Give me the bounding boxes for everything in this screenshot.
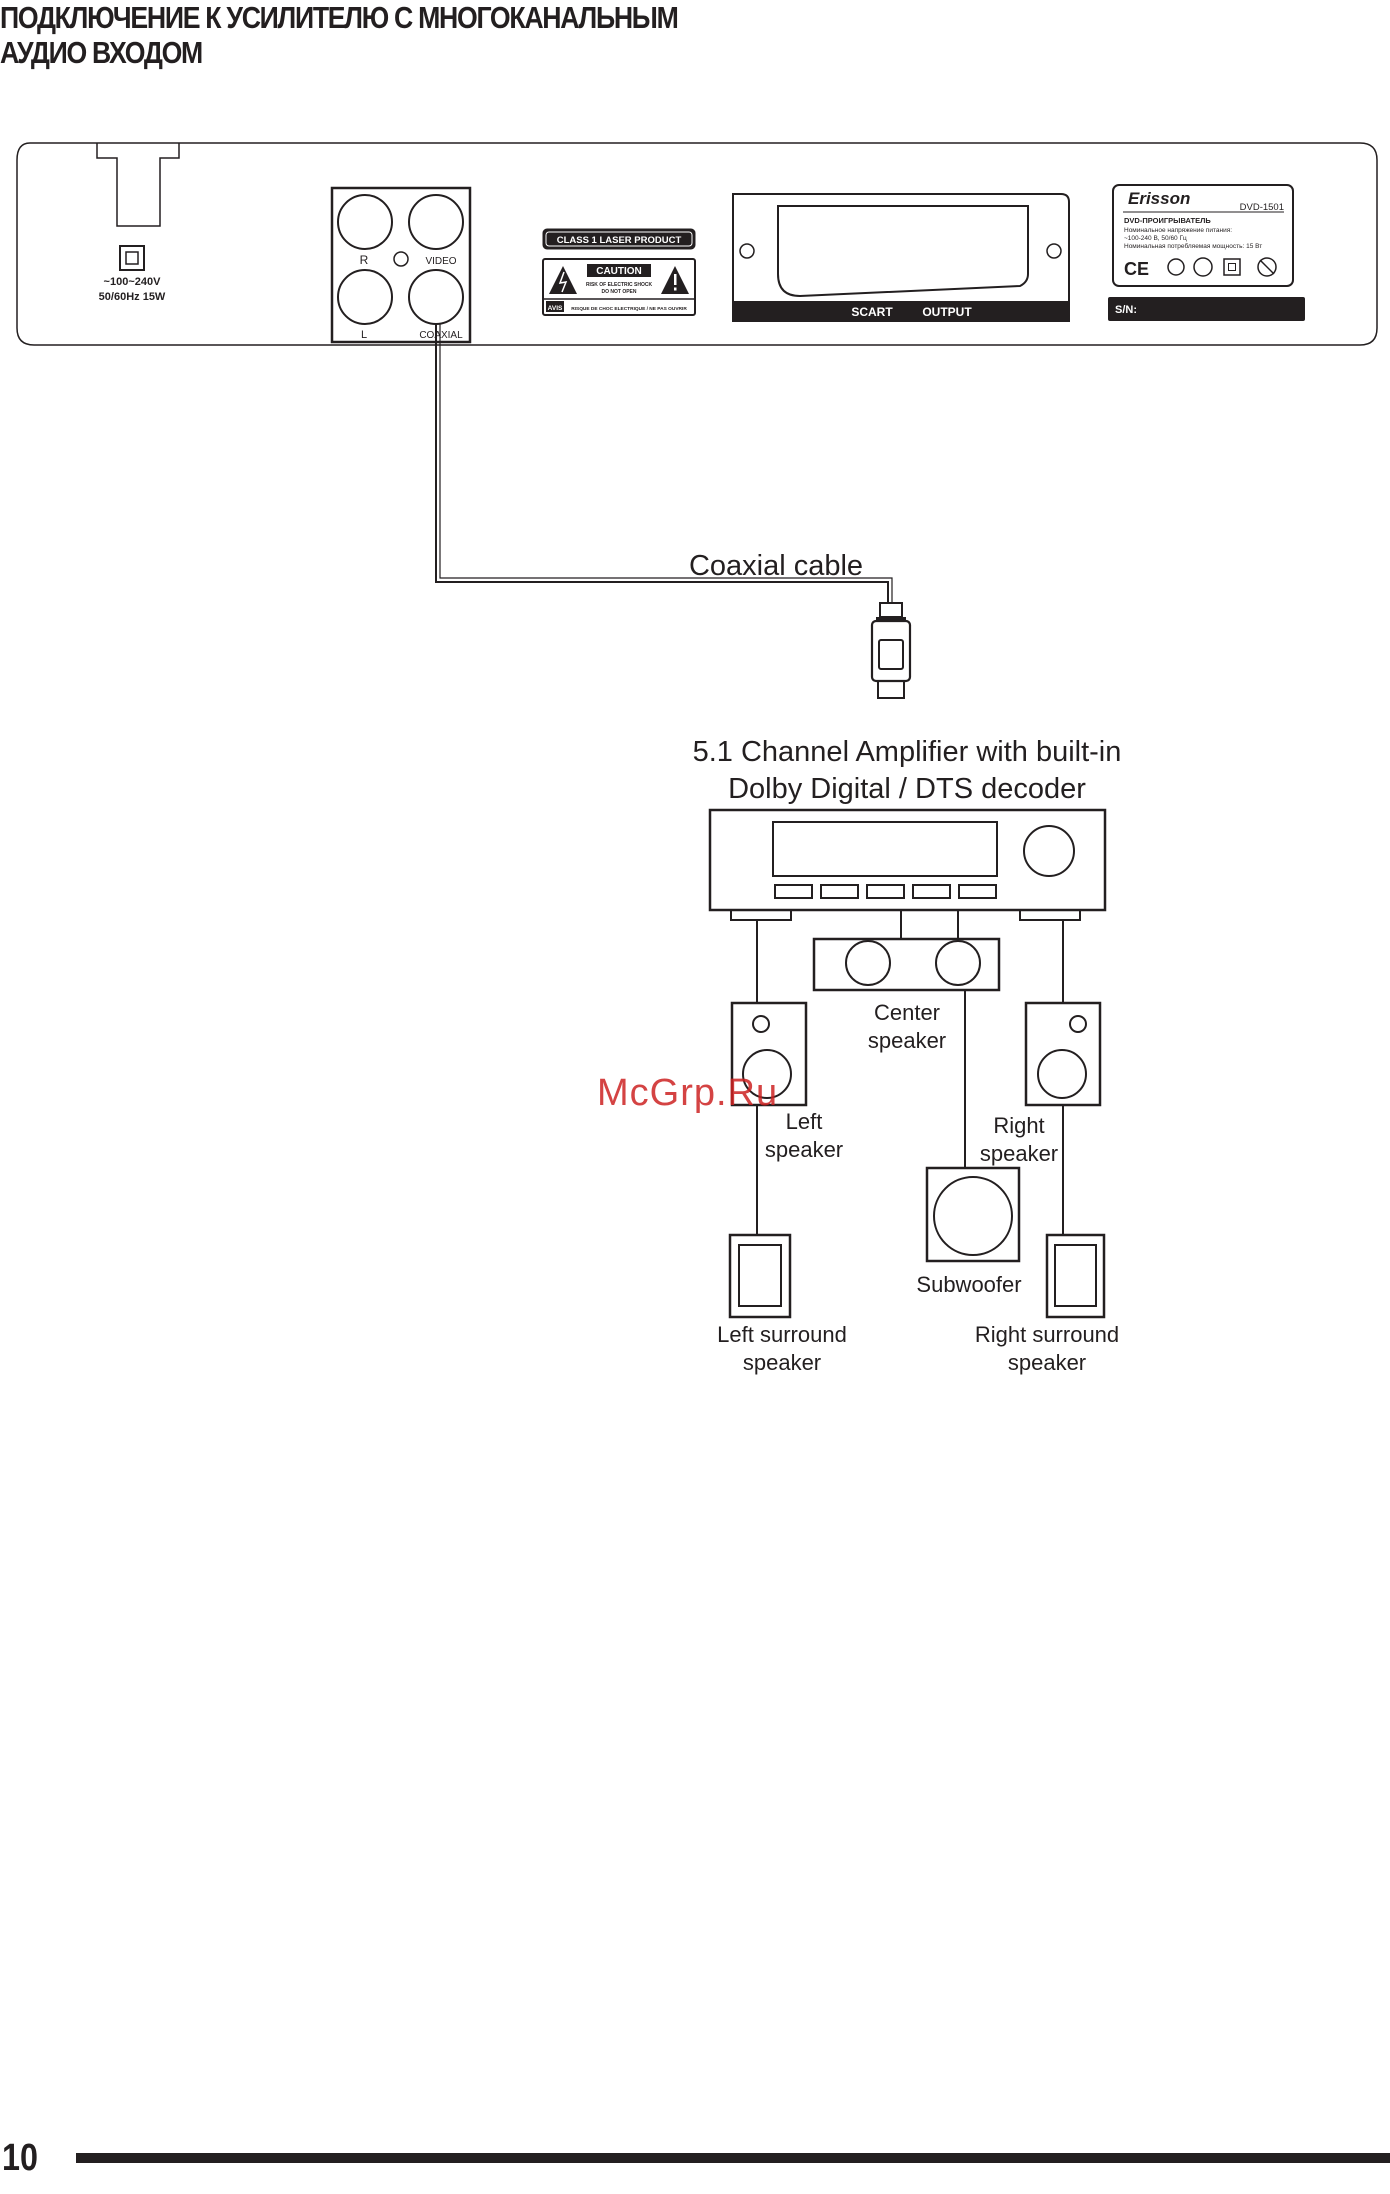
shock-warning-icon (549, 266, 577, 294)
amplifier-body (708, 808, 1107, 912)
center-speaker (812, 937, 1001, 992)
caution-title: CAUTION (596, 266, 642, 277)
scart-output-label: OUTPUT (922, 305, 972, 319)
center-speaker-label-line-2: speaker (868, 1028, 946, 1053)
amplifier-volume-knob (1023, 825, 1075, 877)
left-surround-label-line-2: speaker (743, 1350, 821, 1375)
scart-screw-right (1046, 243, 1062, 259)
model-name: DVD-1501 (1240, 202, 1284, 213)
brand-logo: Erisson (1128, 189, 1190, 208)
ce-mark: CE (1124, 259, 1149, 279)
rating-title: DVD-ПРОИГРЫВАТЕЛЬ (1124, 216, 1211, 225)
left-speaker-label-line-1: Left (786, 1109, 823, 1134)
power-cord-stub (96, 143, 180, 227)
scart-output-block: SCART OUTPUT (732, 193, 1070, 322)
panel-outline (16, 142, 1378, 346)
amplifier-button-5 (958, 884, 997, 899)
left-speaker (730, 1001, 808, 1107)
coaxial-cable-label: Coaxial cable (689, 550, 863, 582)
jack-audio-r (337, 194, 393, 250)
double-insulation-icon (119, 245, 145, 271)
right-speaker-label-line-1: Right (993, 1113, 1044, 1138)
rating-line-1: Номинальное напряжение питания: (1124, 227, 1232, 234)
jack-l-label: L (361, 329, 367, 341)
rating-line-2: ~100-240 В, 50/60 Гц (1124, 235, 1187, 242)
cable-line-inner (439, 324, 893, 603)
footer-rule (76, 2153, 1390, 2163)
avis-text: RISQUE DE CHOC ELECTRIQUE / NE PAS OUVRI… (571, 306, 687, 312)
jack-video (408, 194, 464, 250)
power-rating-line-1: ~100~240V (104, 276, 162, 288)
amplifier-foot-left (730, 909, 792, 921)
right-speaker-label-line-2: speaker (980, 1141, 1058, 1166)
caution-label: CAUTION RISK OF ELECTRIC SHOCK DO NOT OP… (542, 258, 696, 316)
amplifier (708, 808, 1107, 921)
certification-mark-icon (1167, 258, 1185, 276)
no-disposal-mark-icon (1257, 257, 1277, 277)
rating-plate: Erisson DVD-1501 DVD-ПРОИГРЫВАТЕЛЬ Номин… (1112, 184, 1294, 287)
rating-line-3: Номинальная потребляемая мощность: 15 Вт (1124, 242, 1262, 250)
subwoofer (925, 1166, 1021, 1263)
coaxial-cable (435, 324, 912, 699)
power-rating-line-2: 50/60Hz 15W (99, 291, 166, 303)
page-heading: ПОДКЛЮЧЕНИЕ К УСИЛИТЕЛЮ С МНОГОКАНАЛЬНЫМ… (0, 0, 679, 70)
left-surround-speaker (728, 1233, 792, 1319)
left-speaker-label-line-2: speaker (765, 1137, 843, 1162)
watermark: McGrp.Ru (597, 1072, 778, 1114)
caution-line-1: RISK OF ELECTRIC SHOCK (586, 282, 653, 288)
laser-label-text: CLASS 1 LASER PRODUCT (557, 235, 682, 246)
right-speaker (1024, 1001, 1102, 1107)
cable-line (435, 324, 889, 603)
scart-label: SCART (851, 305, 893, 319)
scart-connector (777, 205, 1029, 298)
amplifier-button-1 (774, 884, 813, 899)
speaker-wiring (756, 910, 1064, 1235)
amplifier-button-2 (820, 884, 859, 899)
center-speaker-label-line-1: Center (874, 1000, 940, 1025)
eco-mark-icon (1193, 257, 1213, 277)
jack-r-label: R (360, 253, 369, 267)
right-surround-label-line-2: speaker (1008, 1350, 1086, 1375)
double-insulation-mark-icon (1223, 258, 1241, 276)
av-jack-block: R VIDEO L COAXIAL (330, 186, 472, 344)
page-number: 10 (2, 2137, 38, 2179)
amplifier-display (772, 821, 998, 877)
amplifier-title-line-2: Dolby Digital / DTS decoder (728, 773, 1086, 805)
jack-video-label: VIDEO (425, 256, 456, 267)
serial-number-label: S/N: (1115, 304, 1137, 316)
amplifier-button-4 (912, 884, 951, 899)
jack-indicator (393, 251, 409, 267)
right-surround-label-line-1: Right surround (975, 1322, 1119, 1347)
serial-number-plate: S/N: (1108, 297, 1305, 321)
avis-label: AVIS (548, 305, 563, 312)
scart-frame (732, 193, 1070, 322)
amplifier-title-line-1: 5.1 Channel Amplifier with built-in (693, 736, 1122, 768)
amplifier-button-3 (866, 884, 905, 899)
scart-screw-left (739, 243, 755, 259)
right-surround-speaker (1045, 1233, 1106, 1319)
page-heading-line-1: ПОДКЛЮЧЕНИЕ К УСИЛИТЕЛЮ С МНОГОКАНАЛЬНЫМ (0, 0, 679, 35)
dvd-player-rear-panel: ~100~240V 50/60Hz 15W R VIDEO L COAXIAL … (16, 142, 1378, 346)
page-heading-line-2: АУДИО ВХОДОМ (0, 35, 203, 70)
caution-line-2: DO NOT OPEN (601, 289, 636, 295)
left-surround-label-line-1: Left surround (717, 1322, 847, 1347)
laser-product-label: CLASS 1 LASER PRODUCT (542, 228, 696, 250)
amplifier-foot-right (1019, 909, 1081, 921)
subwoofer-label: Subwoofer (916, 1272, 1021, 1297)
coaxial-plug-icon (870, 602, 912, 699)
jack-audio-l (337, 269, 393, 325)
jack-coaxial (408, 269, 464, 325)
jack-coaxial-label: COAXIAL (419, 330, 463, 341)
